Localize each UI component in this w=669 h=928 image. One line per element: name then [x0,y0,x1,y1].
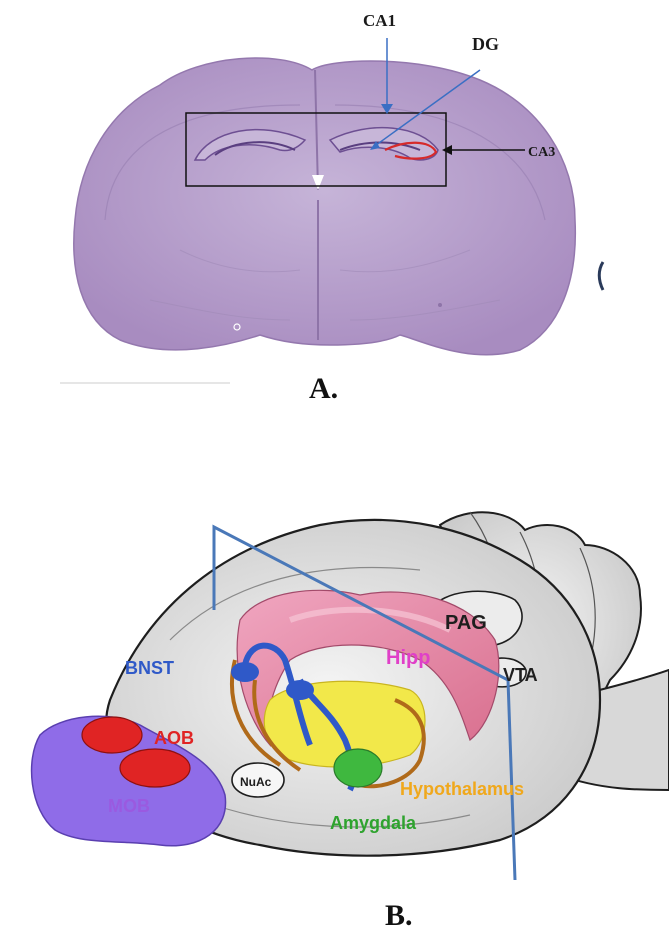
hipp-label: Hipp [386,647,430,669]
panel-a: CA1 DG CA3 A. [60,11,603,405]
bnst-label: BNST [125,658,174,678]
aob-label: AOB [154,728,194,748]
scan-edge [599,262,603,290]
amygdala-label: Amygdala [330,813,417,833]
amygdala-region [334,749,382,787]
ca3-label: CA3 [528,145,555,160]
mob-label: MOB [108,796,150,816]
nuac-label: NuAc [240,775,272,789]
tissue-artifact [438,303,442,307]
panel-b: BNST AOB MOB NuAc PAG Hipp VTA Hypothala… [32,512,669,928]
aob-region [82,717,142,753]
hypothalamus-label: Hypothalamus [400,779,524,799]
aob-region [120,749,190,787]
bnst-node [231,662,259,682]
coronal-section [74,58,576,355]
vta-label: VTA [503,665,538,685]
panel-b-caption: B. [385,899,413,928]
dg-label: DG [472,34,499,54]
pag-label: PAG [445,612,487,634]
bnst-node [286,680,314,700]
panel-a-caption: A. [309,372,338,405]
ca1-label: CA1 [363,11,396,30]
